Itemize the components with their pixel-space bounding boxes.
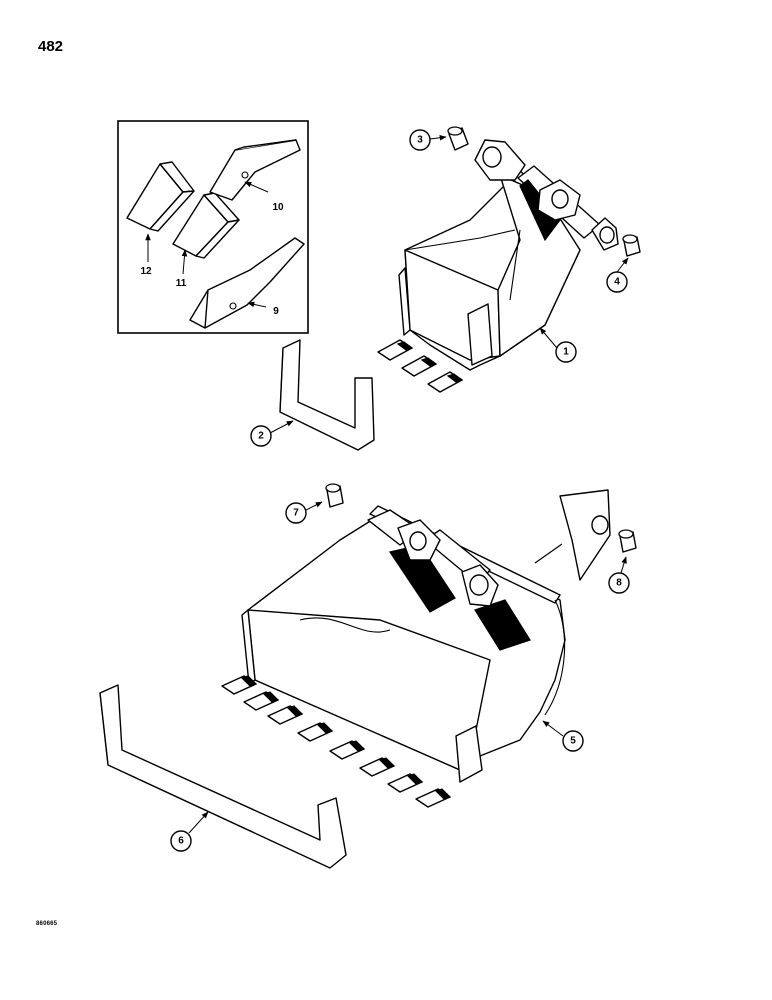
label-10: 10 [272, 202, 284, 213]
callout-3: 3 [409, 129, 431, 151]
figure-code: 860665 [36, 921, 58, 927]
callout-7: 7 [285, 502, 307, 524]
bushing-8 [618, 529, 637, 553]
bushing-4 [622, 234, 641, 257]
bushing-7 [325, 483, 344, 508]
edge-protector-2 [279, 339, 375, 451]
tooth-tip-12 [126, 161, 195, 232]
svg-text:3: 3 [417, 135, 423, 146]
callout-2: 2 [250, 425, 272, 447]
label-9: 9 [273, 306, 279, 317]
tooth-10 [209, 139, 301, 201]
inset-box: 12 11 10 9 [117, 120, 309, 334]
callout-6: 6 [170, 830, 192, 852]
callout-4: 4 [606, 271, 628, 293]
label-12: 12 [140, 266, 152, 277]
svg-text:2: 2 [258, 431, 264, 442]
bushing-3 [447, 126, 469, 151]
tooth-tip-11 [172, 192, 240, 259]
page-number: 482 [38, 38, 64, 55]
callout-8: 8 [608, 572, 630, 594]
gusset-plate [534, 489, 611, 581]
adapter-9 [189, 237, 305, 329]
narrow-bucket-1 [377, 139, 619, 393]
label-11: 11 [176, 278, 187, 289]
svg-text:6: 6 [178, 836, 184, 847]
svg-text:5: 5 [570, 736, 576, 747]
svg-text:7: 7 [293, 508, 299, 519]
svg-text:4: 4 [614, 277, 620, 288]
svg-text:1: 1 [563, 347, 569, 358]
callout-1: 1 [555, 341, 577, 363]
wide-bucket-5 [221, 505, 566, 808]
callout-5: 5 [562, 730, 584, 752]
leader-lines [188, 135, 629, 834]
edge-protector-6 [99, 684, 347, 869]
svg-text:8: 8 [616, 578, 622, 589]
